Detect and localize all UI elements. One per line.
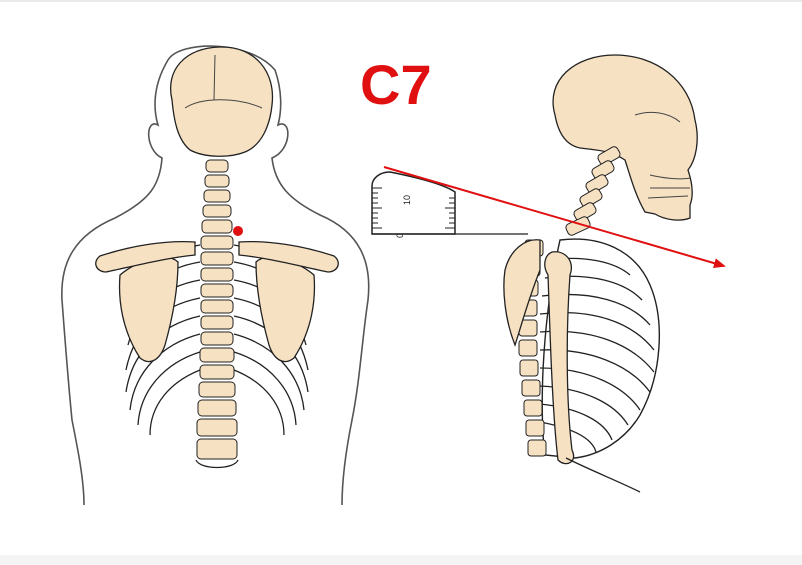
right-scapula bbox=[255, 256, 316, 363]
sacrum bbox=[195, 459, 239, 469]
body-outline bbox=[61, 45, 370, 506]
right-clavicle bbox=[238, 240, 339, 273]
frame-top-border bbox=[0, 0, 802, 2]
c7-label: C7 bbox=[360, 53, 432, 116]
ruler-tick-0: 0 bbox=[395, 233, 405, 238]
left-clavicle bbox=[95, 240, 196, 273]
spine-lateral bbox=[565, 146, 621, 236]
ruler-tick-10: 10 bbox=[402, 195, 412, 205]
ribcage-side bbox=[541, 238, 661, 459]
skull-suture bbox=[184, 54, 263, 109]
ruler-body bbox=[371, 171, 456, 235]
lateral-view-figure bbox=[503, 54, 698, 493]
ruler-ticks bbox=[372, 187, 455, 229]
skull-side-details bbox=[634, 111, 691, 199]
skull-back bbox=[170, 46, 274, 157]
left-scapula bbox=[118, 256, 179, 363]
c7-marker-dot bbox=[233, 226, 243, 236]
angle-ruler: 0 10 bbox=[371, 171, 528, 238]
scapula-side bbox=[503, 239, 541, 347]
skull-side bbox=[552, 54, 698, 221]
humerus bbox=[544, 251, 575, 465]
forearm bbox=[565, 457, 641, 493]
posterior-view-figure bbox=[61, 45, 370, 506]
c7-angle-line bbox=[383, 166, 726, 269]
frame-bottom-border bbox=[0, 555, 802, 565]
spine-posterior bbox=[196, 159, 238, 460]
